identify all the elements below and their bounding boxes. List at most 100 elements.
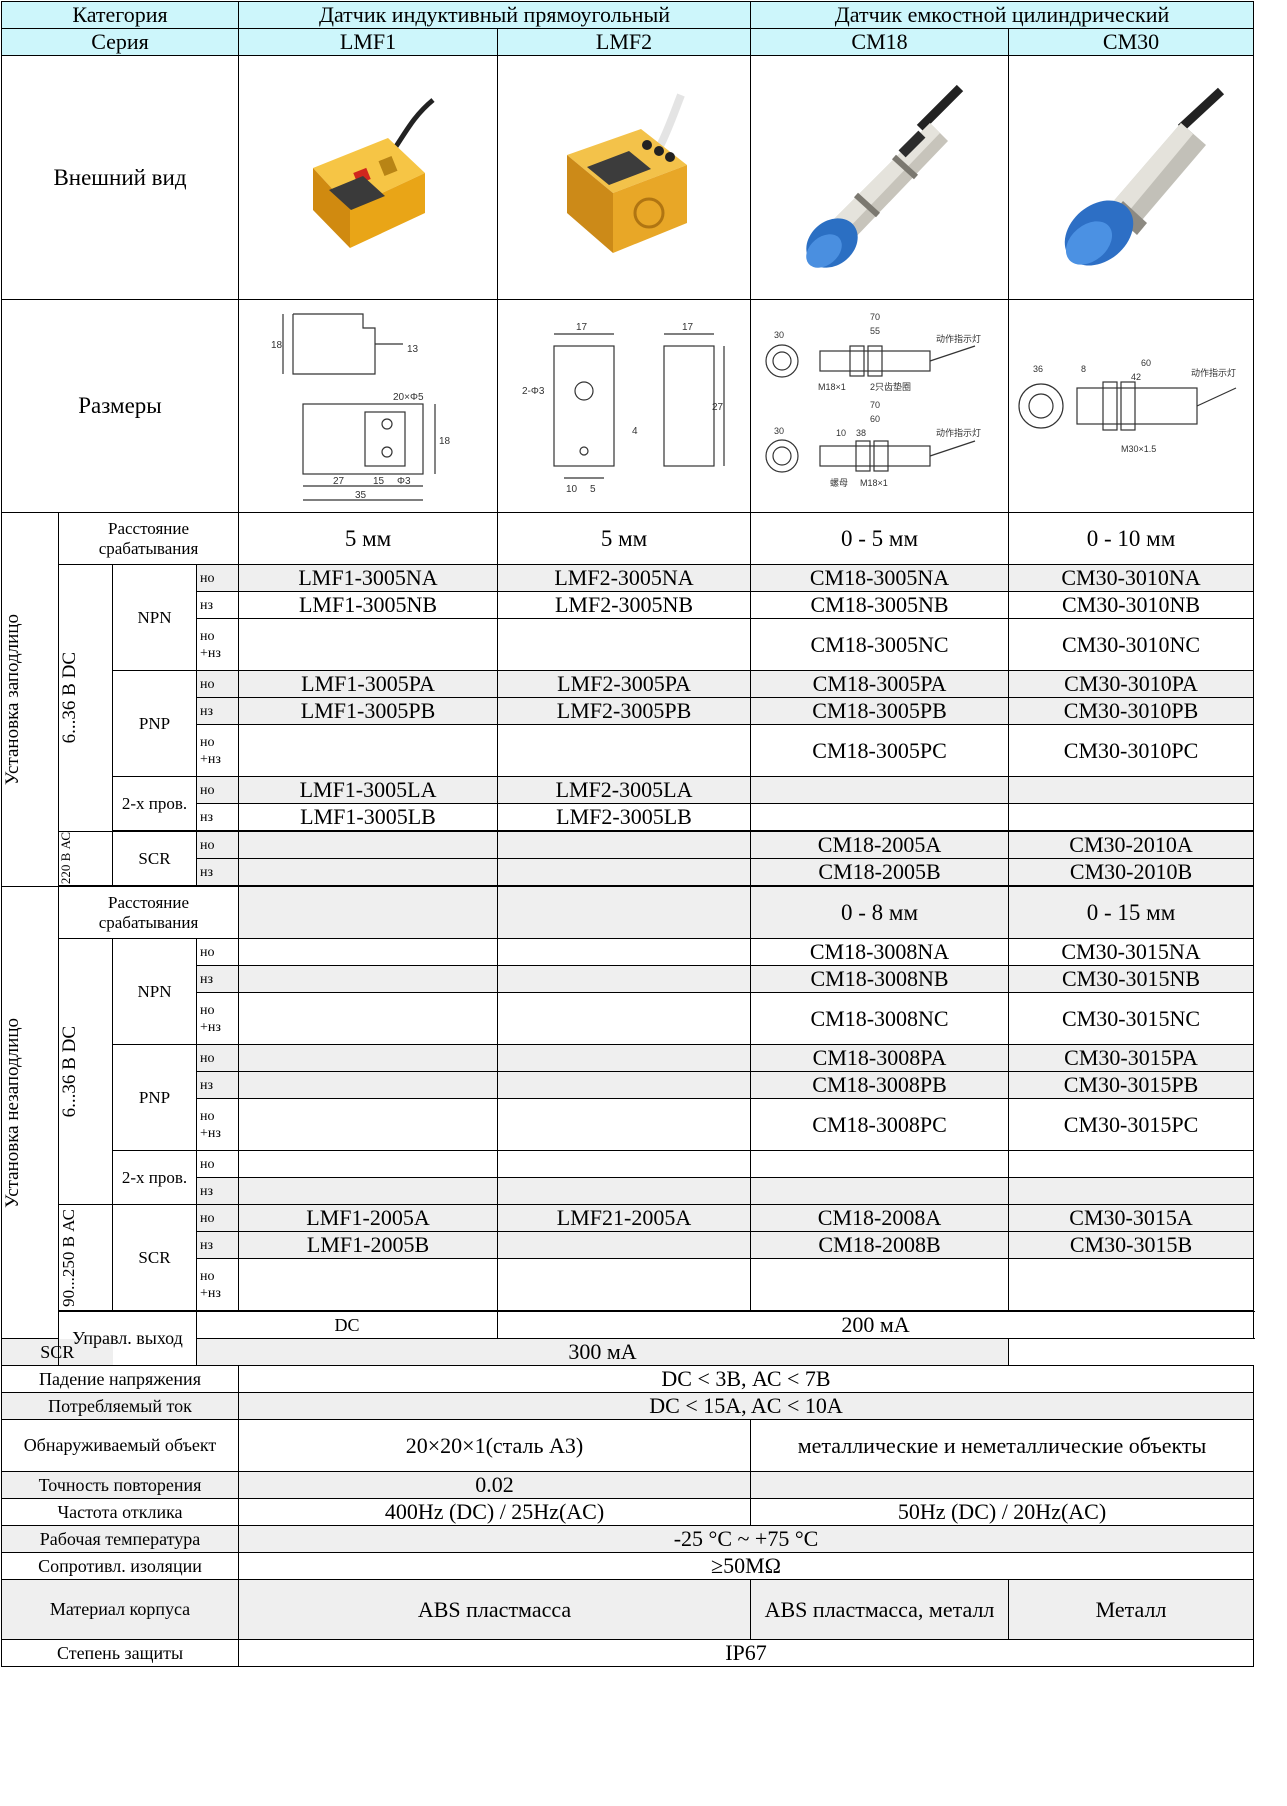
model-cell: LMF1-3005NA <box>238 564 499 592</box>
category-row: Категория Датчик индуктивный прямоугольн… <box>0 1 1255 29</box>
table-row: нз LMF1-3005LB LMF2-3005LB <box>2 803 1255 831</box>
model-cell <box>497 1098 752 1151</box>
model-cell <box>750 776 1010 804</box>
category-capacitive: Датчик емкостной цилиндрический <box>750 1 1255 29</box>
table-row: 6...36 В DC NPN но CM18-3008NA CM30-3015… <box>2 938 1255 1205</box>
model-cell: CM18-2008A <box>750 1204 1010 1232</box>
table-row: PNP но LMF1-3005PA LMF2-3005PA CM18-3005… <box>1 670 1255 777</box>
model-cell <box>238 1071 499 1099</box>
contact-no: но <box>195 938 240 966</box>
model-cell: CM30-3015PA <box>1008 1044 1255 1072</box>
model-cell: CM30-3015PB <box>1008 1071 1255 1099</box>
dim-cm18-9: 60 <box>870 414 880 424</box>
model-cell: CM30-3010NC <box>1008 618 1255 671</box>
dim-cm18-6: 2只齿垫圈 <box>870 381 911 392</box>
nonflush-two-wire-label: 2-х пров. <box>112 1150 197 1205</box>
model-cell: CM30-3010NA <box>1008 564 1255 592</box>
dim-cm30-4: 42 <box>1131 372 1141 382</box>
dim-cm18-12: 动作指示灯 <box>936 427 981 438</box>
model-cell <box>497 858 752 886</box>
contact-nz: нз <box>195 1231 240 1259</box>
model-cell <box>238 618 499 671</box>
model-cell <box>238 858 499 886</box>
table-row: нз CM18-3008PB CM30-3015PB <box>1 1071 1255 1099</box>
contact-nz: нз <box>195 803 240 831</box>
model-cell: CM30-3015B <box>1008 1231 1255 1259</box>
nonflush-ac-cell: 90...250 В АС <box>58 1204 113 1311</box>
model-cell: LMF2-3005NB <box>497 591 752 619</box>
dim-cm18-13: 螺母 <box>830 478 848 488</box>
model-cell: LMF2-3005LB <box>497 803 752 831</box>
model-cell: CM18-3005NB <box>750 591 1010 619</box>
model-cell: LMF1-3005PA <box>238 670 499 698</box>
temp-value: -25 °C ~ +75 °C <box>238 1525 1255 1553</box>
contact-nz: нз <box>195 1177 240 1205</box>
flush-npn-label: NPN <box>112 564 197 671</box>
nonflush-dc-label: 6...36 В DC <box>59 1025 81 1118</box>
model-cell: LMF1-3005PB <box>238 697 499 725</box>
dim-cm18-8: 70 <box>870 400 880 410</box>
current-label: Потребляемый ток <box>0 1392 240 1420</box>
contact-no: но <box>195 1044 240 1072</box>
material-cm18: ABS пластмасса, металл <box>750 1579 1010 1640</box>
series-lmf1: LMF1 <box>238 28 499 56</box>
nonflush-dc-cell: 6...36 В DC <box>58 938 113 1205</box>
category-inductive: Датчик индуктивный прямоугольный <box>238 1 752 29</box>
cm30-drawing: 36 8 60 42 动作指示灯 M30×1.5 <box>1008 299 1255 513</box>
table-row: нз CM18-3008NB CM30-3015NB <box>1 965 1255 993</box>
flush-two-wire-label: 2-х пров. <box>112 776 197 831</box>
lmf1-photo <box>238 55 499 300</box>
dimensions-label: Размеры <box>0 299 240 513</box>
dim-lmf2-7: 5 <box>590 484 596 495</box>
contact-no: но <box>195 1204 240 1232</box>
model-cell: CM18-3005NC <box>750 618 1010 671</box>
flush-ac-label: 220 В АС <box>58 832 74 885</box>
dim-cm18-4: 动作指示灯 <box>936 333 981 344</box>
model-cell <box>497 724 752 777</box>
dim-lmf2-2: 17 <box>682 322 694 333</box>
flush-distance-lmf1: 5 мм <box>238 512 499 565</box>
flush-distance-cm18: 0 - 5 мм <box>750 512 1010 565</box>
table-row: нз <box>1 1177 1255 1205</box>
dim-cm18-10: 10 <box>836 428 846 438</box>
dim-lmf2-4: 27 <box>712 402 724 413</box>
table-row: 2-х пров. но LMF1-3005LA LMF2-3005LA <box>1 776 1255 831</box>
model-cell: CM18-3008PB <box>750 1071 1010 1099</box>
table-row: но +нз <box>2 1258 1255 1311</box>
model-cell <box>497 1044 752 1072</box>
model-cell <box>750 1177 1010 1205</box>
current-value: DC < 15A, AC < 10A <box>238 1392 1255 1420</box>
dim-lmf2-5: 4 <box>632 426 638 437</box>
model-cell <box>497 1258 752 1311</box>
nonflush-distance-cm30: 0 - 15 мм <box>1008 886 1255 939</box>
contact-no: но <box>195 670 240 698</box>
flush-distance-row: Установка заподлицо Расстояние срабатыва… <box>1 512 1255 887</box>
model-cell: LMF1-3005LB <box>238 803 499 831</box>
series-row: Серия LMF1 LMF2 CM18 CM30 <box>0 28 1255 56</box>
model-cell: CM30-3010PA <box>1008 670 1255 698</box>
model-cell <box>238 1258 499 1311</box>
model-cell: CM18-3008PC <box>750 1098 1010 1151</box>
appearance-label: Внешний вид <box>0 55 240 300</box>
cm30-photo <box>1008 55 1255 300</box>
spec-row: Материал корпуса ABS пластмасса ABS плас… <box>0 1579 1255 1640</box>
spec-row: Точность повторения 0.02 <box>0 1471 1255 1499</box>
contact-no: но <box>195 776 240 804</box>
contact-nz: нз <box>195 1071 240 1099</box>
material-label: Материал корпуса <box>0 1579 240 1640</box>
object-capacitive: металлические и неметаллические объекты <box>750 1419 1255 1472</box>
model-cell: CM18-3008PA <box>750 1044 1010 1072</box>
contact-no: но <box>195 831 240 859</box>
dim-cm18-11: 38 <box>856 428 866 438</box>
spec-row: Обнаруживаемый объект 20×20×1(сталь А3) … <box>0 1419 1255 1472</box>
dim-lmf1-6: 15 <box>373 476 385 487</box>
nonflush-group: Установка незаподлицо <box>1 886 59 1339</box>
series-lmf2: LMF2 <box>497 28 752 56</box>
dim-lmf2-3: 2-Φ3 <box>522 386 545 397</box>
contact-nz: нз <box>195 965 240 993</box>
model-cell <box>238 1044 499 1072</box>
dim-cm30-6: M30×1.5 <box>1121 444 1156 454</box>
model-cell <box>497 1071 752 1099</box>
nonflush-distance-label: Расстояние срабатывания <box>57 886 240 939</box>
model-cell: CM18-2005A <box>750 831 1010 859</box>
